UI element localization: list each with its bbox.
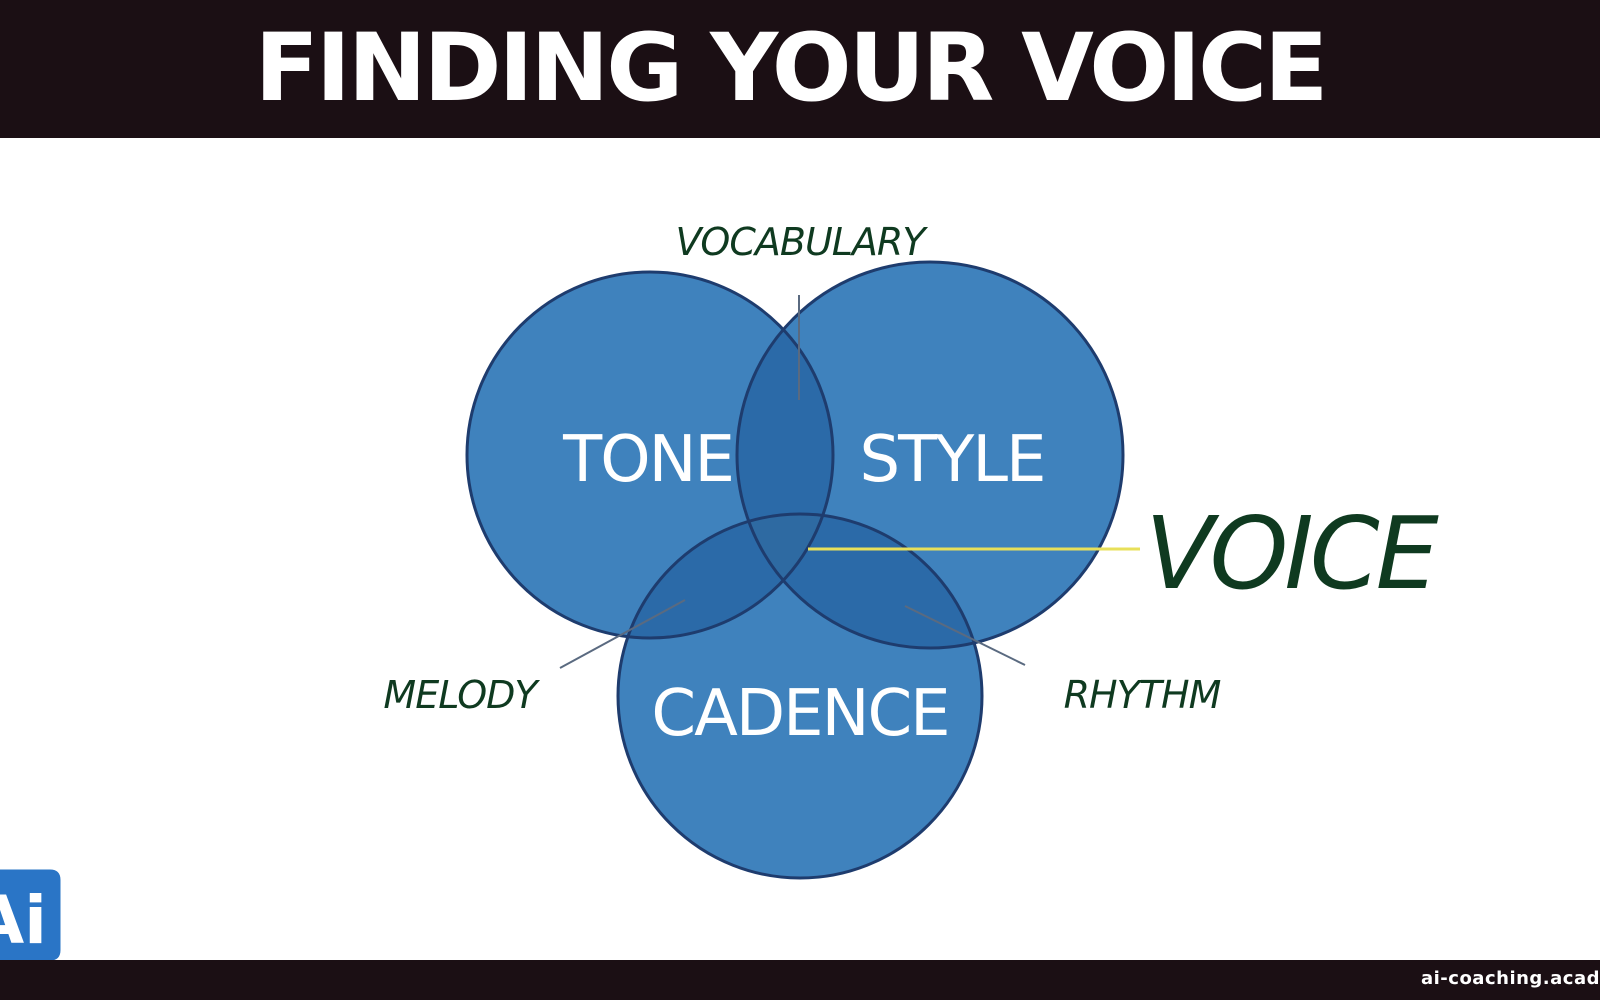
footer-url: ai-coaching.acad (1420, 968, 1600, 989)
footer-bar: ai-coaching.acad (0, 960, 1600, 1000)
style-label: STYLE (860, 423, 1045, 497)
voice-label: VOICE (1145, 495, 1438, 612)
style-cadence-overlap (737, 514, 982, 648)
cadence-label: CADENCE (651, 677, 948, 751)
logo-text: Ai (0, 882, 47, 959)
vocabulary-label: VOCABULARY (675, 220, 928, 264)
melody-label: MELODY (383, 673, 540, 717)
tone-cadence-overlap (618, 514, 833, 638)
tone-label: TONE (562, 423, 733, 497)
page-title: FINDING YOUR VOICE (254, 14, 1329, 123)
rhythm-pointer (904, 605, 1026, 666)
melody-pointer (559, 599, 686, 669)
rhythm-label: RHYTHM (1064, 673, 1221, 717)
header-bar: FINDING YOUR VOICE (0, 0, 1600, 138)
